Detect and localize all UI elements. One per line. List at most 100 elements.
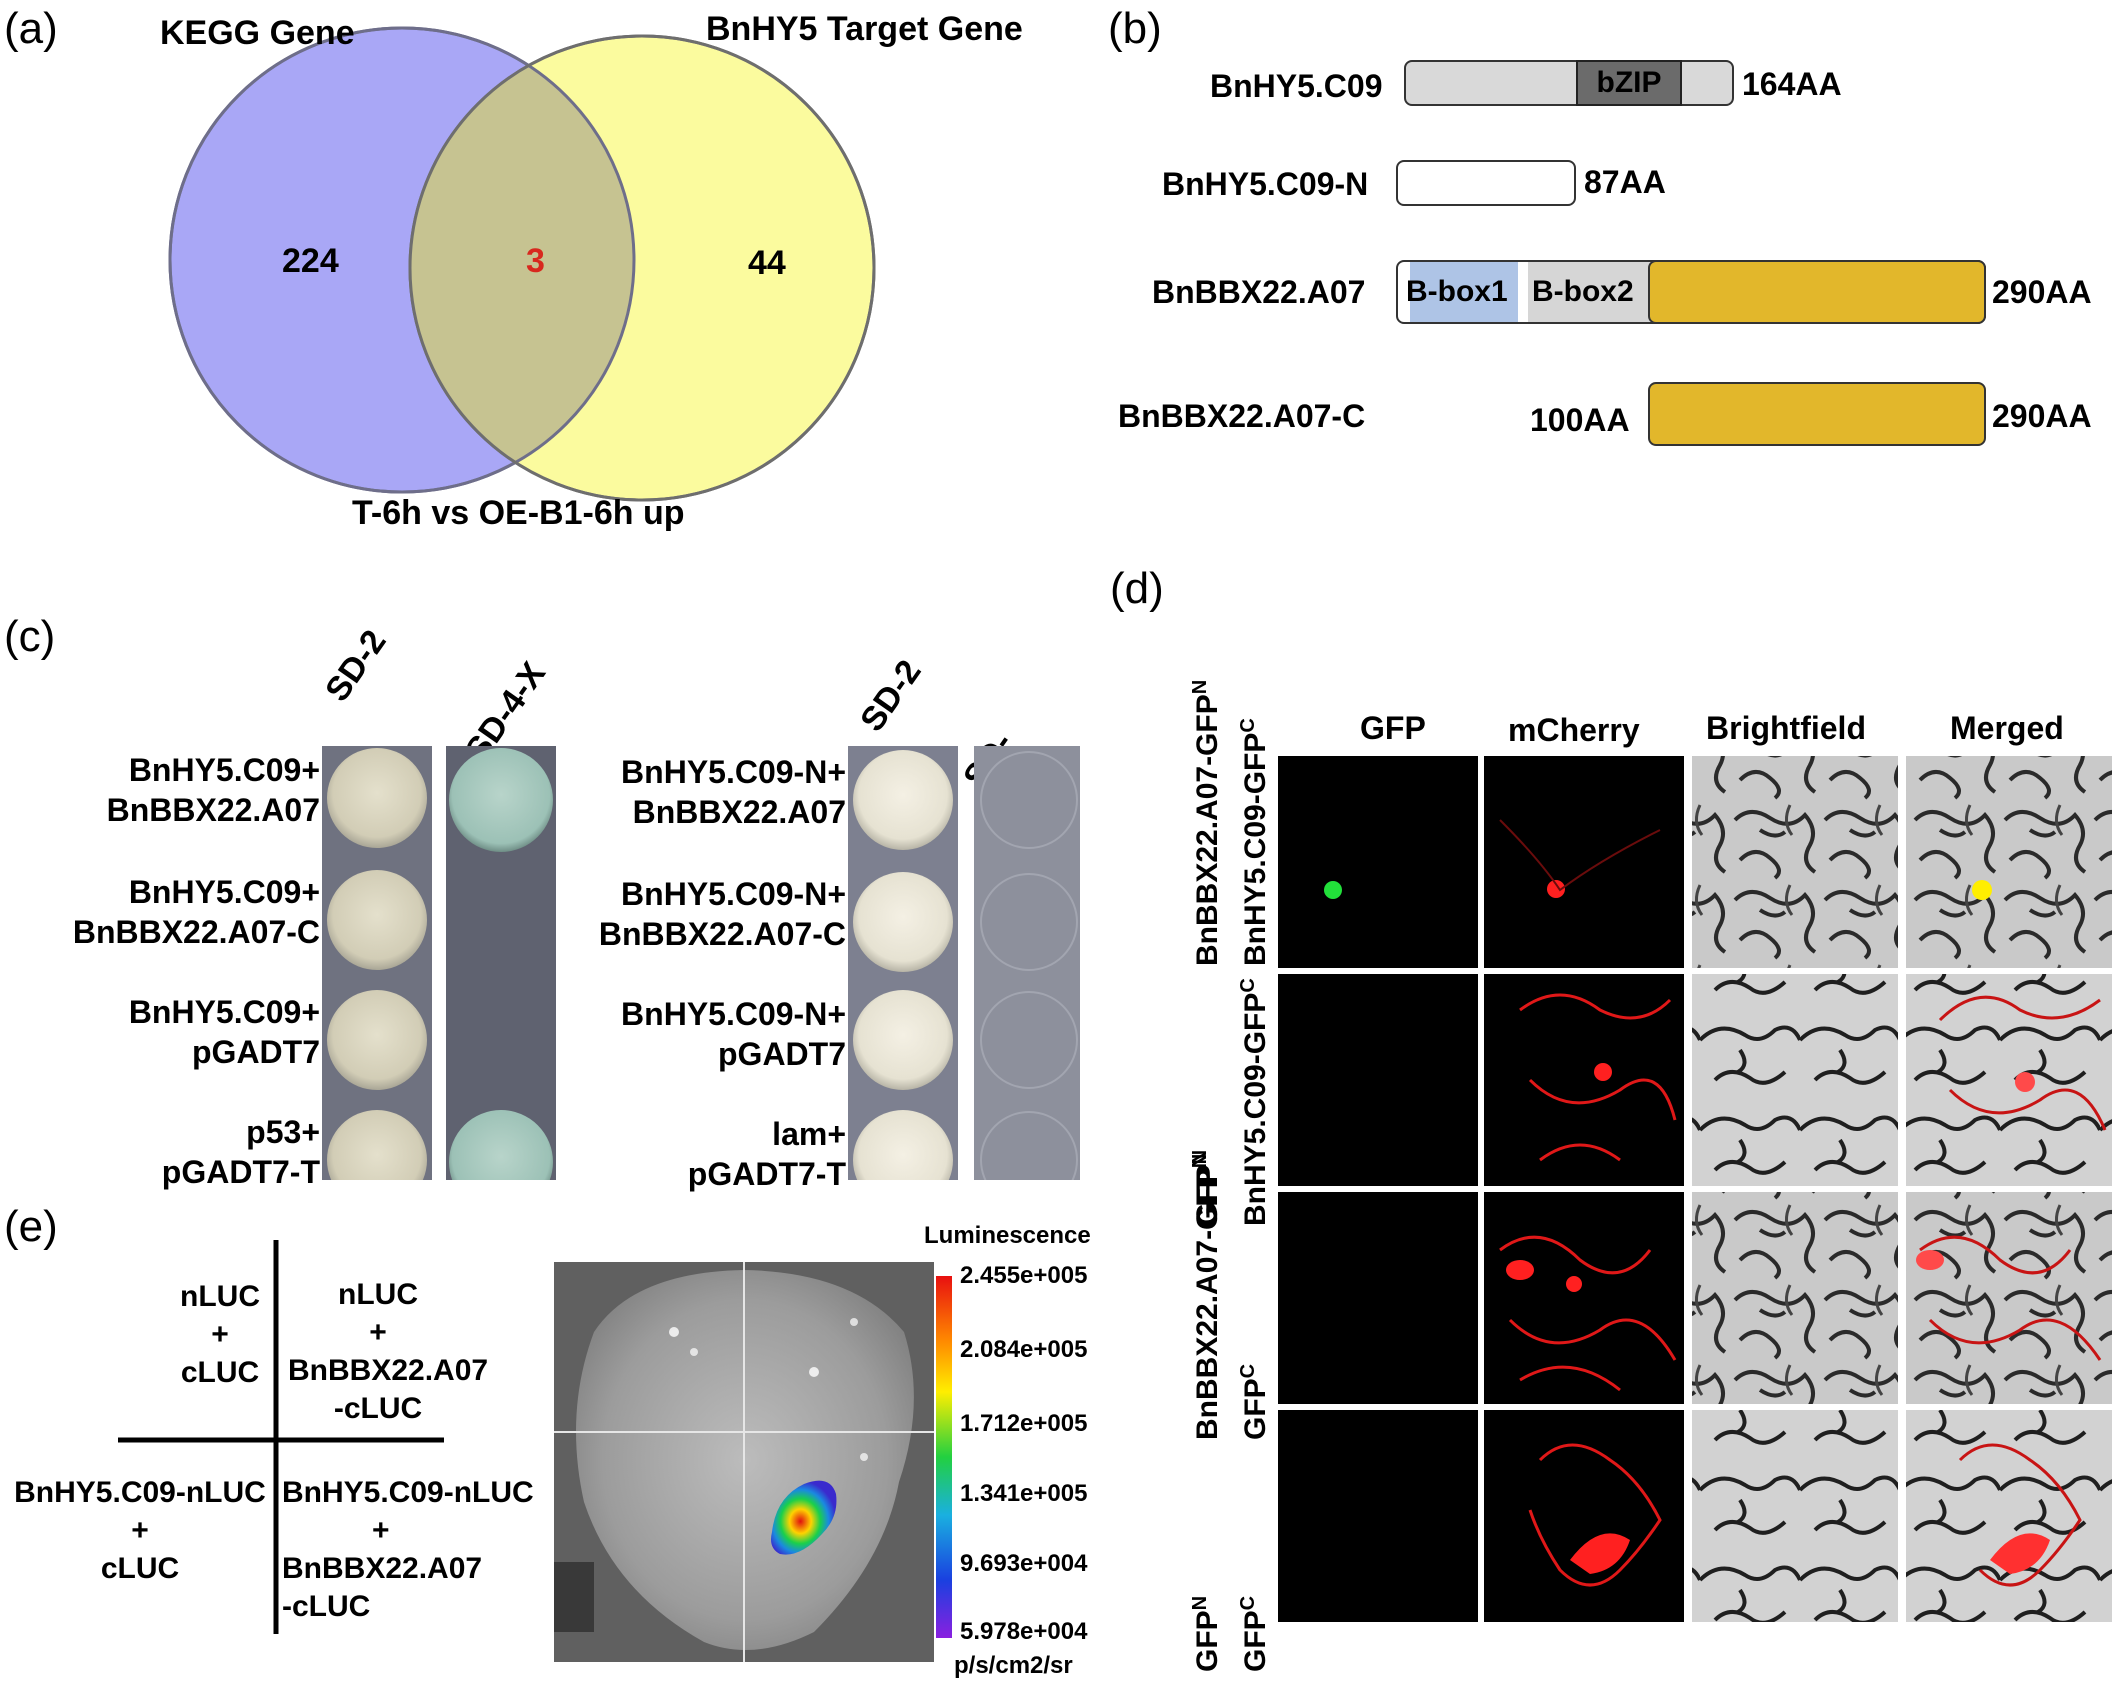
protein-name: BnHY5.C09 xyxy=(1210,68,1383,104)
quadrant-line: BnBBX22.A07 xyxy=(282,1552,483,1585)
domain-label: B-box1 xyxy=(1406,275,1508,308)
row-label-line: p53+ xyxy=(246,1114,320,1150)
panel-c: (c) SD-2 SD-4-X SD-2 SD-4-X xyxy=(0,600,1080,1192)
venn-overlap-count: 3 xyxy=(526,242,545,280)
panel-e-letter: (e) xyxy=(4,1202,58,1251)
venn-right-count: 44 xyxy=(748,244,786,282)
panel-d: (d) GFP mCherry Brightfield Merged BnBBX… xyxy=(1100,560,2118,1686)
row-label: BnHY5.C09+ BnBBX22.A07 xyxy=(107,750,320,830)
empty-spot xyxy=(980,751,1078,849)
quadrant-label: nLUC + BnBBX22.A07 -cLUC xyxy=(288,1276,488,1428)
colorbar-tick: 2.455e+005 xyxy=(960,1262,1088,1289)
panel-b: (b) BnHY5.C09 bZIP 164AA BnHY5.C09-N 87A… xyxy=(1100,0,2118,470)
quadrant-line: + xyxy=(372,1514,390,1547)
quadrant-line: BnHY5.C09-nLUC xyxy=(282,1476,534,1509)
bbox2-domain: B-box2 xyxy=(1528,262,1650,322)
colony-spot-blue xyxy=(449,748,553,852)
column-header: mCherry xyxy=(1508,712,1640,748)
quadrant-label: BnHY5.C09-nLUC + BnBBX22.A07 -cLUC xyxy=(282,1474,552,1626)
row-label-line: BnHY5.C09+ xyxy=(128,874,320,910)
row-label: BnHY5.C09+ BnBBX22.A07-C xyxy=(73,872,320,952)
protein-length: 290AA xyxy=(1992,274,2092,310)
venn-left-count: 224 xyxy=(282,242,339,280)
row-label-line: BnBBX22.A07-C xyxy=(598,916,846,952)
colony-spot xyxy=(327,870,427,970)
panel-b-letter: (b) xyxy=(1108,4,1162,53)
colony-spot xyxy=(853,872,953,972)
colorbar xyxy=(936,1276,952,1638)
colorbar-tick: 5.978e+004 xyxy=(960,1618,1088,1645)
row-label-line: lam+ xyxy=(772,1116,846,1152)
quadrant-line: + xyxy=(369,1316,387,1349)
colony-spot xyxy=(327,990,427,1090)
row-label: BnHY5.C09-N+ BnBBX22.A07-C xyxy=(599,874,846,954)
row-label-line: BnHY5.C09-N+ xyxy=(621,996,846,1032)
gold-domain xyxy=(1648,260,1986,324)
mcherry-signal xyxy=(1547,880,1565,898)
row-label: BnHY5.C09+ pGADT7 xyxy=(129,992,320,1072)
colony-spot-blue xyxy=(449,1110,553,1180)
row-label: lam+ pGADT7-T xyxy=(688,1114,846,1194)
row-label: BnHY5.C09-N+ BnBBX22.A07 xyxy=(621,752,846,832)
panel-c-letter: (c) xyxy=(4,612,56,661)
yeast-plates xyxy=(322,746,1080,1180)
merged-signal xyxy=(1972,880,1992,900)
row-label-line: BnHY5.C09-N+ xyxy=(621,754,846,790)
gfp-signal xyxy=(1324,881,1342,899)
row-label-line: pGADT7-T xyxy=(687,1156,846,1192)
panel-d-letter: (d) xyxy=(1110,564,1164,613)
plate-strip-sd4x xyxy=(974,746,1080,1180)
quadrant-line: cLUC xyxy=(180,1356,260,1389)
leaf-luminescence-image xyxy=(554,1262,934,1662)
protein-name: BnBBX22.A07 xyxy=(1152,274,1366,310)
quadrant-label: BnHY5.C09-nLUC + cLUC xyxy=(0,1474,280,1588)
protein-start: 100AA xyxy=(1530,402,1630,438)
protein-bar xyxy=(1396,160,1576,206)
colorbar-tick: 1.712e+005 xyxy=(960,1410,1088,1437)
row-label-line: BnHY5.C09+ xyxy=(128,752,320,788)
empty-spot xyxy=(980,1111,1078,1180)
row-label: BnHY5.C09-N+ pGADT7 xyxy=(621,994,846,1074)
bzip-domain: bZIP xyxy=(1576,60,1682,106)
column-header: Brightfield xyxy=(1706,710,1866,746)
gold-domain xyxy=(1648,382,1986,446)
protein-length: 164AA xyxy=(1742,66,1842,102)
venn-left-label: KEGG Gene xyxy=(160,14,355,52)
colorbar-unit: p/s/cm2/sr xyxy=(954,1652,1073,1679)
venn-diagram xyxy=(168,26,876,502)
row-label-line: BnHY5.C09+ xyxy=(128,994,320,1030)
empty-spot xyxy=(980,991,1078,1089)
domain-label: B-box2 xyxy=(1532,275,1634,308)
colorbar-title: Luminescence xyxy=(924,1222,1091,1249)
protein-name: BnBBX22.A07-C xyxy=(1118,398,1366,434)
venn-right-label: BnHY5 Target Gene xyxy=(706,10,1023,48)
row-label-line: pGADT7 xyxy=(718,1036,846,1072)
colony-spot xyxy=(853,750,953,850)
row-label-line: pGADT7 xyxy=(192,1034,320,1070)
quadrant-line: + xyxy=(131,1514,149,1547)
quadrant-label: nLUC + cLUC xyxy=(130,1278,310,1392)
quadrant-line: -cLUC xyxy=(333,1392,423,1425)
column-header: GFP xyxy=(1360,710,1426,746)
mcherry-signal xyxy=(1594,1063,1612,1081)
bbox1-domain: B-box1 xyxy=(1406,262,1518,322)
quadrant-line: BnHY5.C09-nLUC xyxy=(14,1476,266,1509)
quadrant-line: + xyxy=(211,1318,229,1351)
row-label-line: BnBBX22.A07 xyxy=(106,792,320,828)
empty-spot xyxy=(980,873,1078,971)
row-label-line: pGADT7-T xyxy=(161,1154,320,1190)
protein-length: 87AA xyxy=(1584,164,1666,200)
protein-bar xyxy=(1404,60,1734,106)
panel-a-letter: (a) xyxy=(4,4,58,53)
mcherry-signal xyxy=(1566,1276,1582,1292)
quadrant-line: nLUC xyxy=(180,1280,260,1313)
colorbar-tick: 2.084e+005 xyxy=(960,1336,1088,1363)
protein-length: 290AA xyxy=(1992,398,2092,434)
quadrant-cross xyxy=(118,1240,444,1634)
panel-a: (a) KEGG Gene BnHY5 Target Gene 224 3 44… xyxy=(0,0,1080,560)
colony-spot xyxy=(853,1110,953,1180)
colorbar-tick: 1.341e+005 xyxy=(960,1480,1088,1507)
panel-e: (e) nLUC + cLUC nLUC + BnBBX22.A07 -cLUC… xyxy=(0,1200,1100,1686)
quadrant-line: cLUC xyxy=(100,1552,180,1585)
row-label-line: BnHY5.C09-N+ xyxy=(621,876,846,912)
